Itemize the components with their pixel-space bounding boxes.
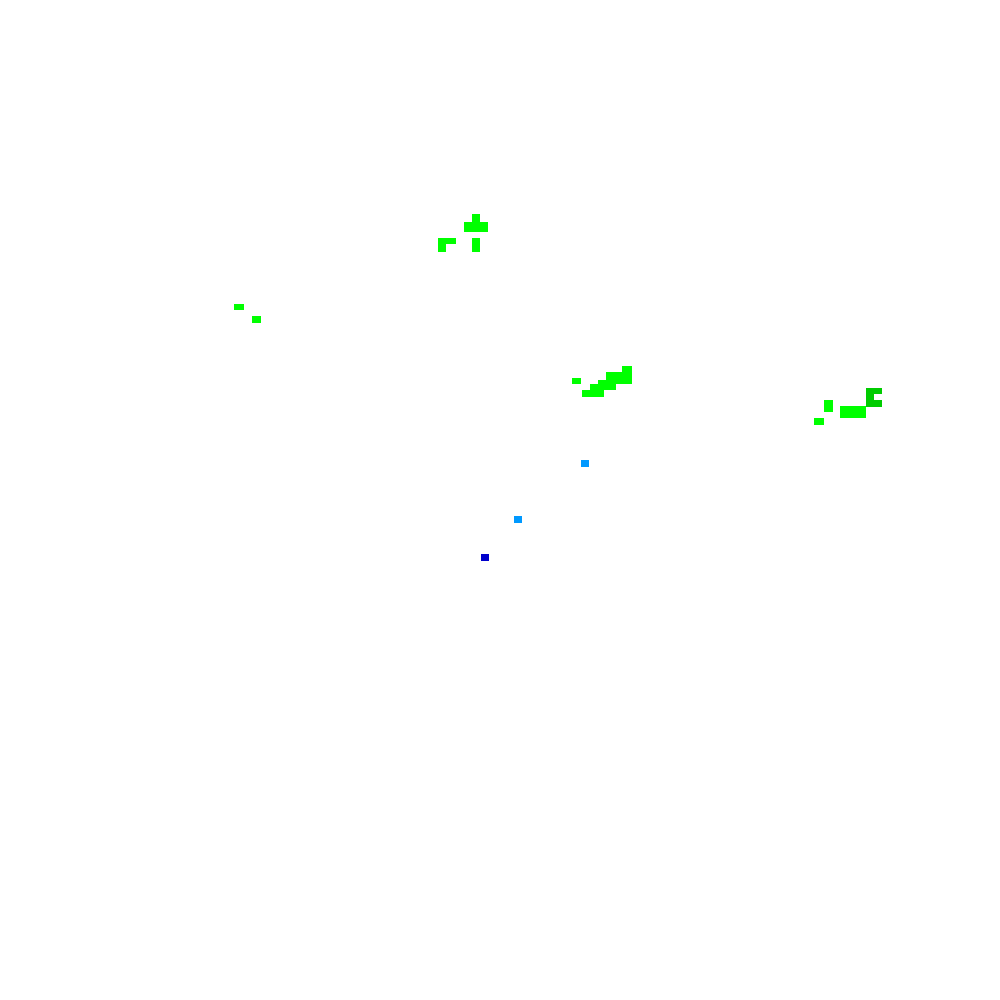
cluster-top-center xyxy=(438,214,488,252)
cluster-right-accent-pixel-3 xyxy=(866,400,882,407)
cluster-center-pixel-2 xyxy=(622,366,632,374)
cluster-right-accent-pixel-2 xyxy=(866,394,874,402)
cluster-top-center-pixel-4 xyxy=(438,244,446,252)
cluster-left-pixel-1 xyxy=(234,304,244,310)
cluster-top-center-pixel-3 xyxy=(438,238,456,244)
cluster-right-pixel-3 xyxy=(814,418,824,425)
dot-blue-middle-pixel-1 xyxy=(514,516,522,523)
cluster-top-center-pixel-1 xyxy=(472,214,480,222)
cluster-right-accent xyxy=(866,388,882,407)
cluster-top-center-pixel-5 xyxy=(472,238,480,252)
cluster-center-pixel-1 xyxy=(572,378,581,384)
cluster-right-accent-pixel-1 xyxy=(866,388,882,394)
cluster-center xyxy=(572,366,632,397)
dot-blue-lower-pixel-1 xyxy=(481,554,489,561)
cluster-center-pixel-5 xyxy=(590,384,602,392)
cluster-right xyxy=(814,400,866,425)
cluster-left-pixel-2 xyxy=(252,316,261,323)
cluster-right-pixel-1 xyxy=(824,400,833,412)
cluster-top-center-pixel-2 xyxy=(464,222,488,232)
cluster-left xyxy=(234,304,261,323)
dot-blue-upper xyxy=(581,460,589,467)
cluster-right-pixel-2 xyxy=(840,406,866,418)
cluster-center-pixel-4 xyxy=(598,380,616,390)
dot-blue-upper-pixel-1 xyxy=(581,460,589,467)
dot-blue-middle xyxy=(514,516,522,523)
cluster-center-pixel-6 xyxy=(582,390,604,397)
dot-blue-lower xyxy=(481,554,489,561)
